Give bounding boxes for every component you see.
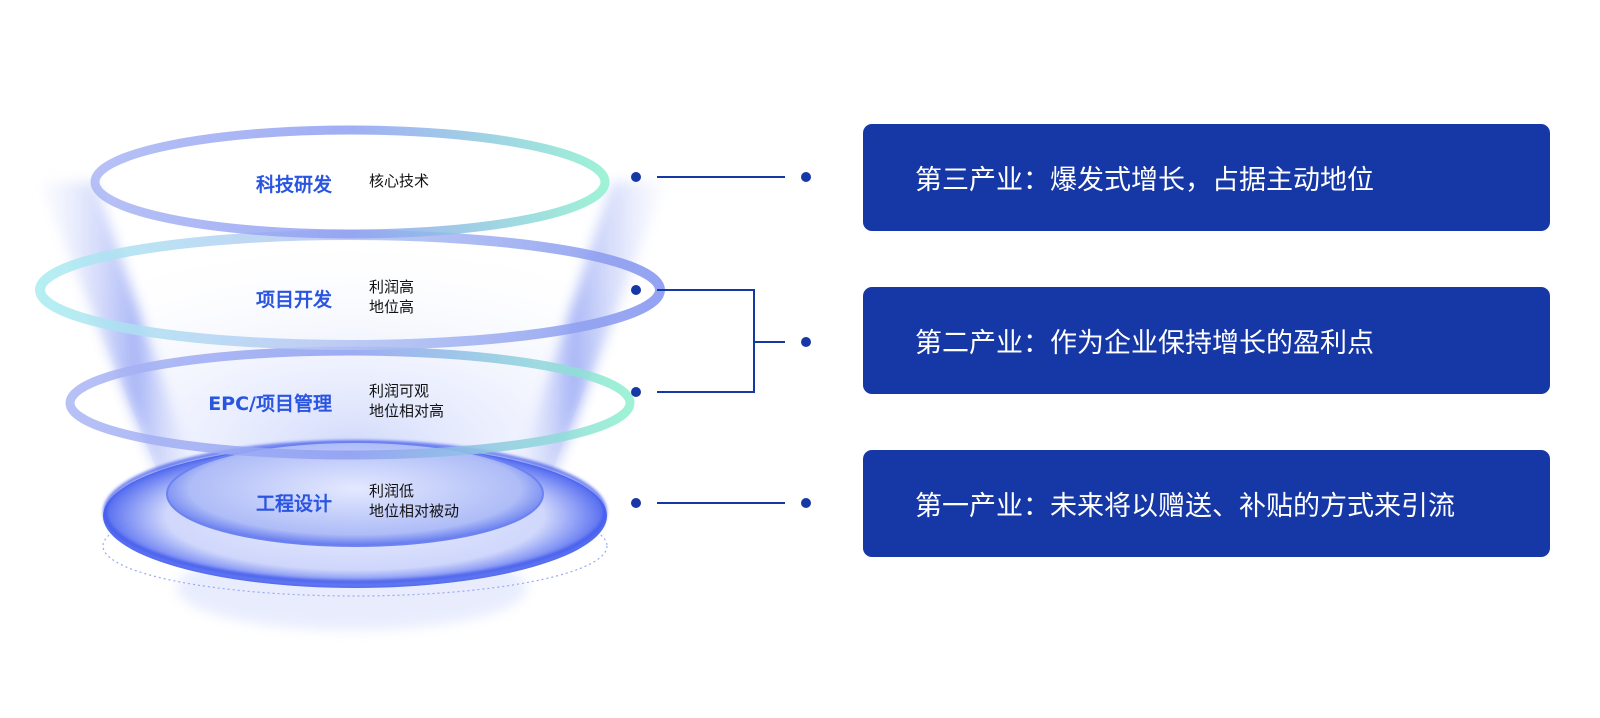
connectors [631,172,811,508]
connector-dot [631,172,641,182]
layer-desc-eng-design: 利润低 地位相对被动 [369,481,459,521]
layer-desc-epc: 利润可观 地位相对高 [369,381,444,421]
layer-desc-line: 地位相对被动 [369,502,460,520]
ring-1 [90,125,610,239]
layer-name-epc: EPC/项目管理 [208,393,332,415]
connector-dot [631,387,641,397]
industry-label: 第二产业：作为企业保持增长的盈利点 [915,328,1374,359]
industry-box-secondary: 第二产业：作为企业保持增长的盈利点 [863,287,1550,394]
layer-desc-tech-rd: 核心技术 [369,171,429,191]
connector-bracket [657,289,785,393]
industry-label: 第三产业：爆发式增长，占据主动地位 [915,165,1374,196]
connector-dot [801,337,811,347]
layer-name-tech-rd: 科技研发 [255,174,332,196]
layer-desc-line: 利润低 [369,482,415,500]
layer-name-eng-design: 工程设计 [255,493,332,515]
layer-desc-line: 核心技术 [369,172,430,190]
layer-desc-line: 利润可观 [369,382,430,400]
industry-box-primary: 第一产业：未来将以赠送、补贴的方式来引流 [863,450,1550,557]
funnel-base [102,440,608,630]
layer-desc-line: 地位相对高 [369,402,445,420]
layer-desc-line: 地位高 [369,298,415,316]
layer-desc-project-dev: 利润高 地位高 [369,277,414,317]
layer-desc-line: 利润高 [369,278,415,296]
industry-label: 第一产业：未来将以赠送、补贴的方式来引流 [915,491,1455,522]
connector-dot [631,498,641,508]
layer-name-project-dev: 项目开发 [255,289,332,311]
ring-3 [65,346,635,460]
connector-dot [631,285,641,295]
connector-dot [801,498,811,508]
industry-box-tertiary: 第三产业：爆发式增长，占据主动地位 [863,124,1550,231]
connector-dot [801,172,811,182]
